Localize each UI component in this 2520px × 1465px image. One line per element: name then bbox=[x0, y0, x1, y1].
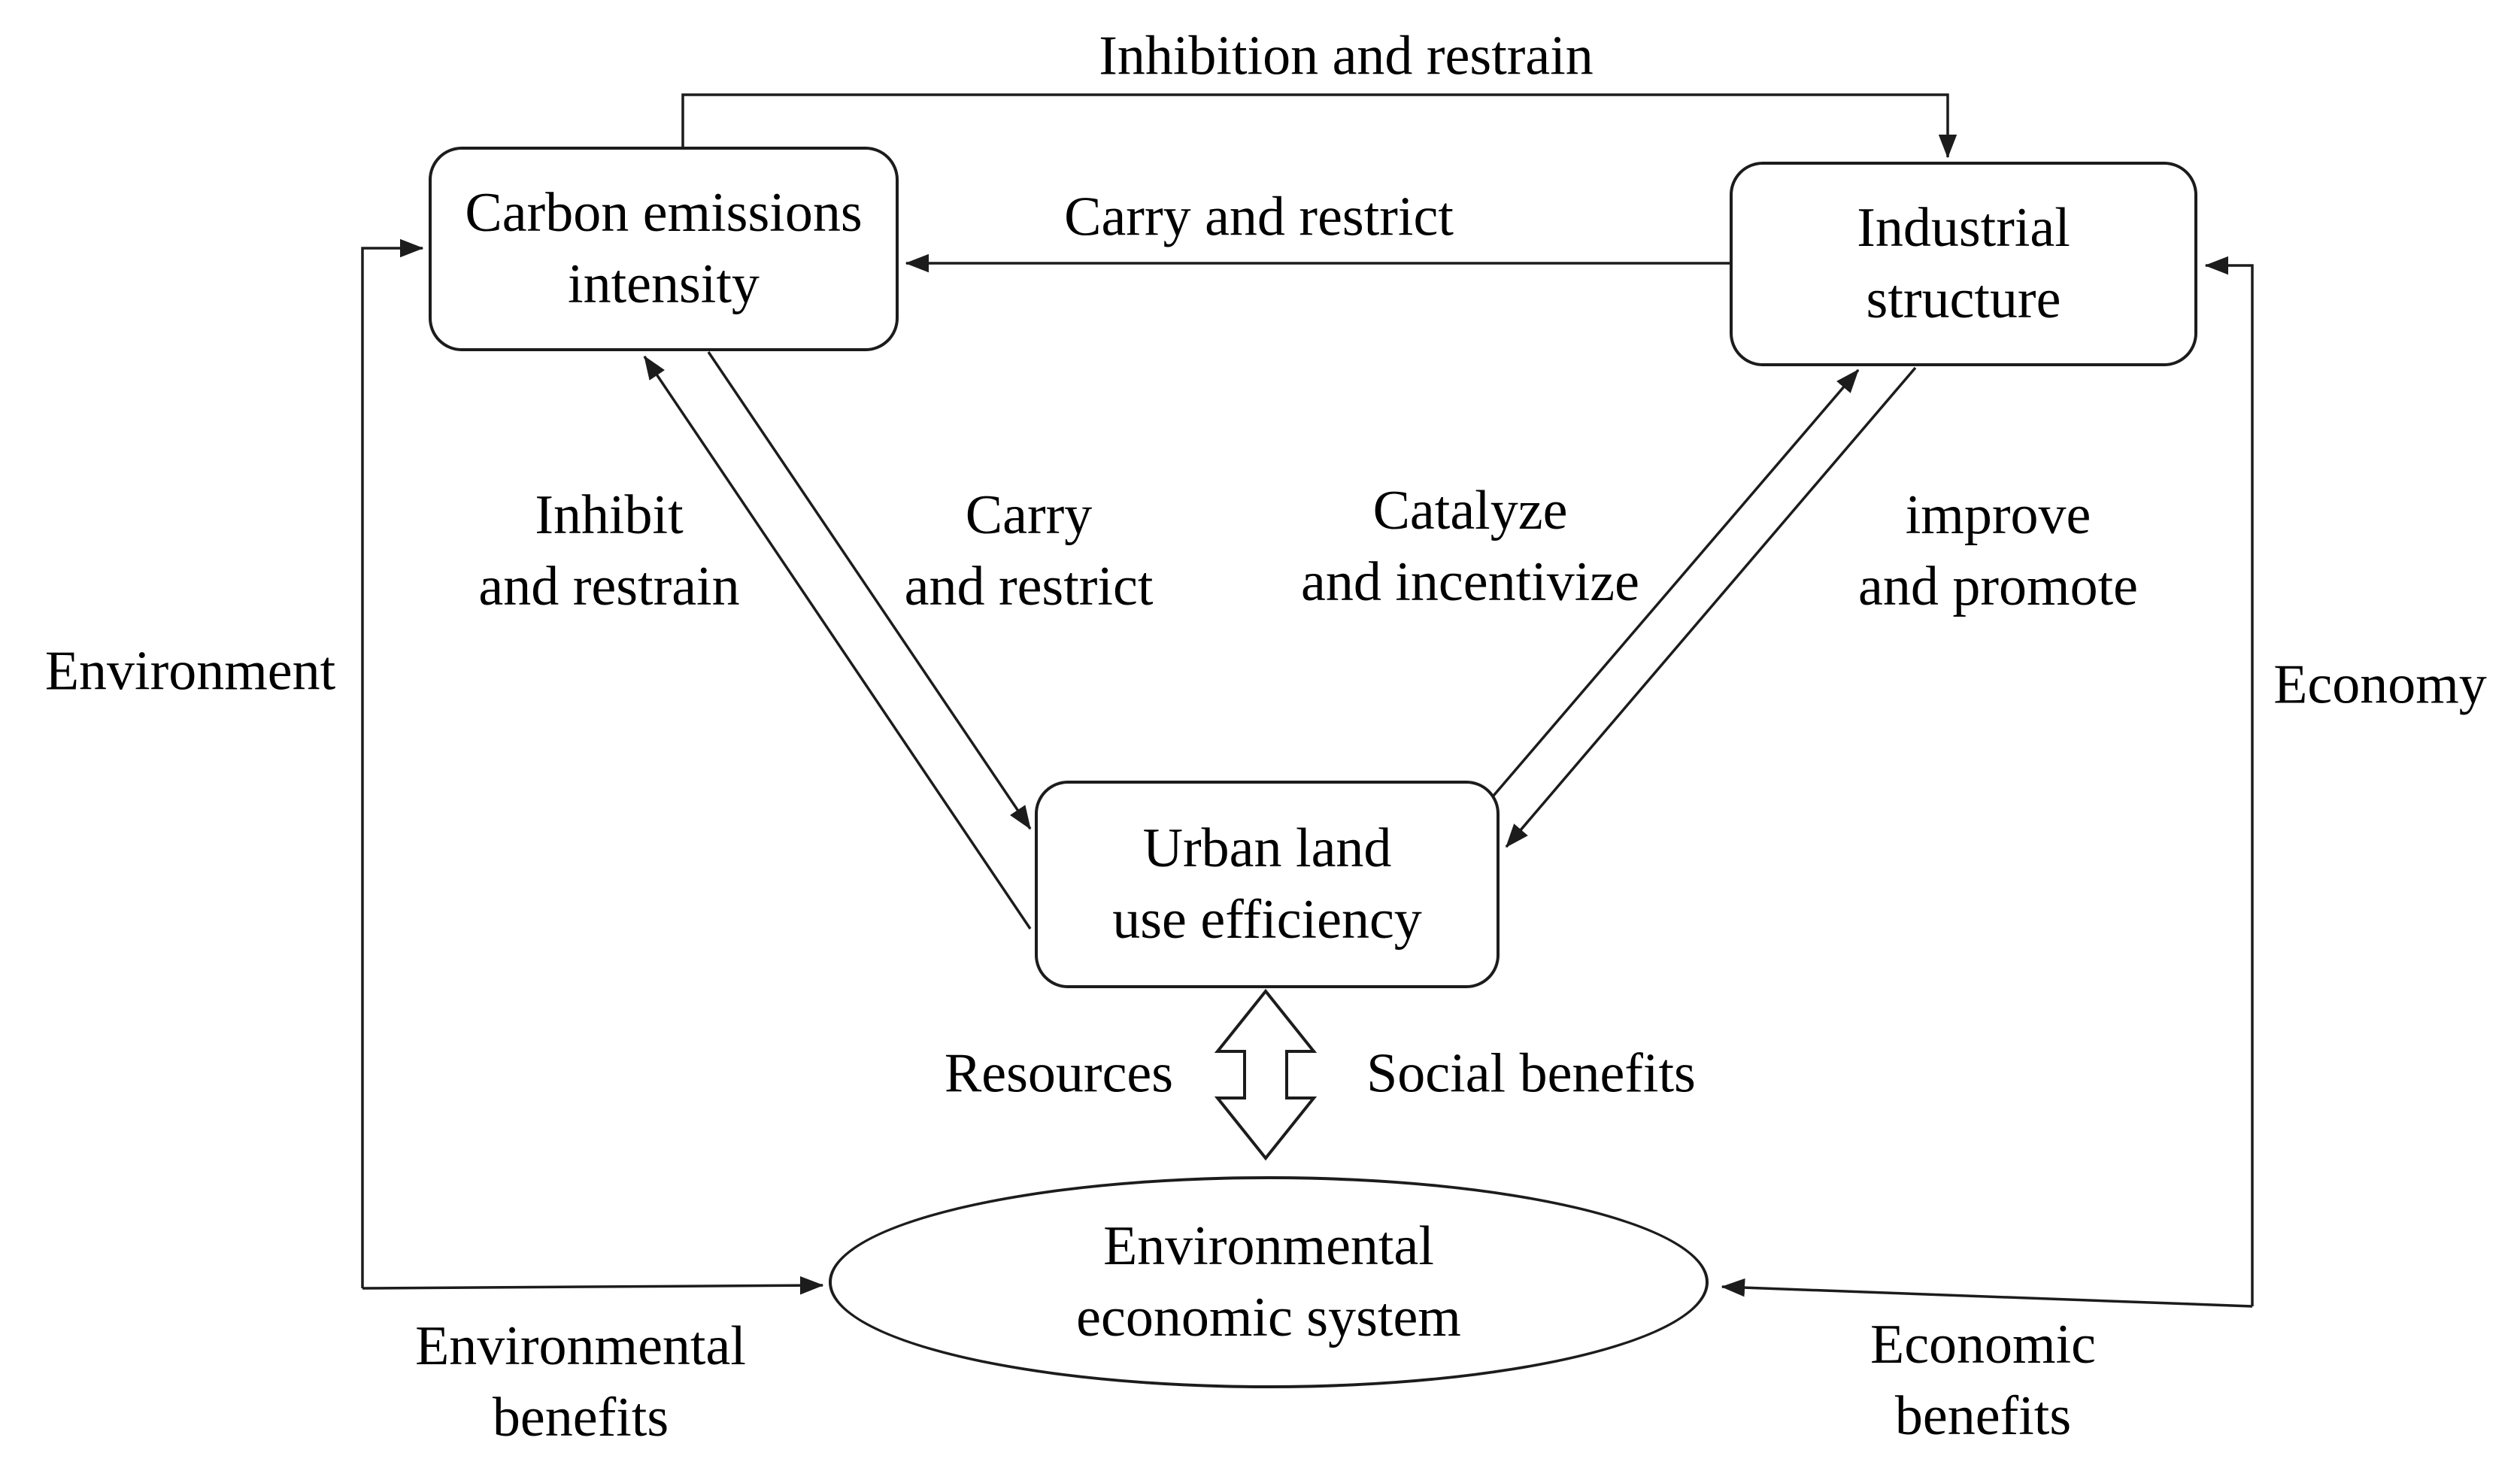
arrow-environment bbox=[361, 238, 424, 1288]
arrow-environmental-benefits bbox=[362, 1275, 824, 1295]
label-economic-benefits: Economic benefits bbox=[1870, 1314, 2097, 1447]
node-environmental-economic-system: Environmental economic system bbox=[829, 1176, 1709, 1388]
label-inhibition-and-restrain: Inhibition and restrain bbox=[1099, 25, 1594, 87]
label-improve-and-promote: improve and promote bbox=[1858, 484, 2138, 617]
label-inhibit-and-restrain: Inhibit and restrain bbox=[478, 484, 740, 617]
arrow-inhibit-and-restrain-diagonal bbox=[643, 355, 1032, 930]
label-catalyze-and-incentivize: Catalyze and incentivize bbox=[1301, 480, 1639, 613]
label-social-benefits: Social benefits bbox=[1366, 1042, 1696, 1105]
label-environmental-benefits: Environmental benefits bbox=[415, 1315, 746, 1448]
node-industrial-structure: Industrial structure bbox=[1730, 162, 2197, 366]
double-arrow-resources-social-benefits bbox=[1214, 988, 1318, 1161]
label-carry-and-restrict: Carry and restrict bbox=[1064, 186, 1454, 248]
node-carbon-emissions-intensity: Carbon emissions intensity bbox=[429, 147, 899, 351]
label-environment: Environment bbox=[44, 640, 336, 702]
label-resources: Resources bbox=[944, 1042, 1174, 1105]
node-urban-land-use-efficiency: Urban land use efficiency bbox=[1035, 781, 1500, 988]
arrow-economy bbox=[2204, 256, 2254, 1306]
label-economy: Economy bbox=[2273, 654, 2487, 716]
arrow-economic-benefits bbox=[1721, 1278, 2253, 1308]
label-carry-and-restrict-diagonal: Carry and restrict bbox=[904, 484, 1154, 617]
